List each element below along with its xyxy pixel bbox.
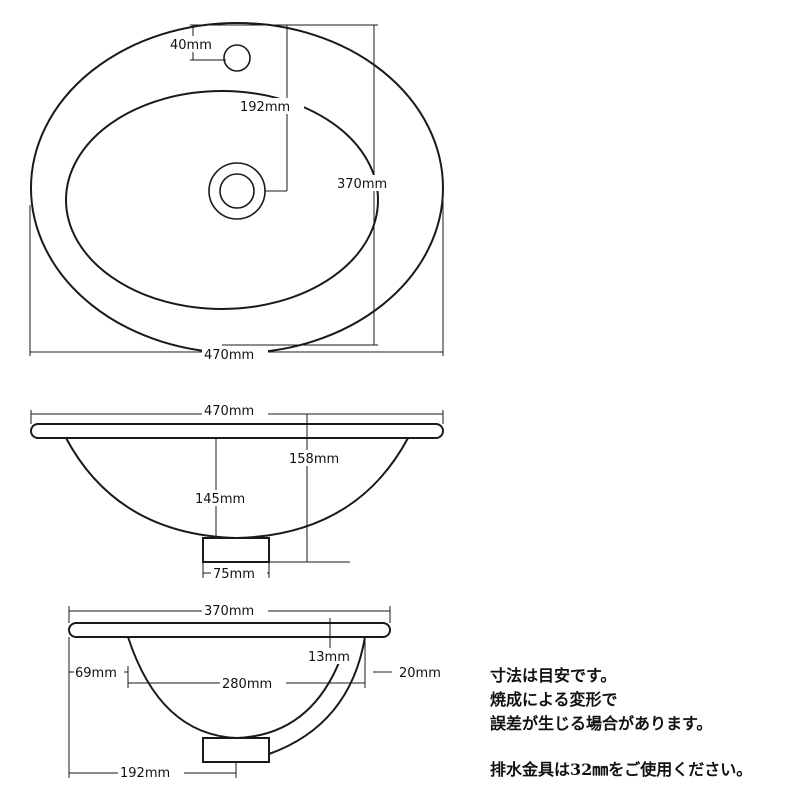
note-line-1: 寸法は目安です。: [490, 666, 617, 685]
front-drain: [202, 537, 270, 563]
front-rim: [30, 423, 444, 439]
drain-inner-ring: [219, 173, 255, 209]
drain-outer-ring: [208, 162, 266, 220]
label-top-depth: 370mm: [337, 177, 387, 192]
side-rim: [68, 622, 391, 638]
label-front-bowl-depth: 145mm: [195, 492, 245, 507]
tap-hole: [223, 44, 251, 72]
label-front-total-height: 158mm: [289, 452, 339, 467]
label-front-drain-width: 75mm: [213, 567, 255, 582]
label-side-rim-thickness: 13mm: [308, 650, 350, 665]
label-side-right-margin: 20mm: [399, 666, 441, 681]
label-side-width: 370mm: [204, 604, 254, 619]
front-bowl: [65, 437, 409, 540]
label-tap-hole: 40mm: [170, 38, 212, 53]
label-side-drain-offset: 192mm: [120, 766, 170, 781]
note-line-4: 排水金具は32㎜をご使用ください。: [490, 760, 753, 779]
note-line-2: 焼成による変形で: [490, 690, 618, 709]
label-top-drain-offset: 192mm: [240, 100, 290, 115]
top-inner-bowl: [65, 90, 379, 310]
side-view: [68, 622, 391, 763]
front-view: [30, 423, 444, 563]
side-drain: [202, 737, 270, 763]
side-dimension-lines: [68, 606, 392, 778]
dimension-labels: 40mm 192mm 370mm 470mm 470mm 158mm 145mm…: [74, 36, 441, 781]
note-line-3: 誤差が生じる場合があります。: [490, 714, 713, 733]
label-top-width: 470mm: [204, 348, 254, 363]
label-front-width: 470mm: [204, 404, 254, 419]
side-bowl-back: [268, 636, 366, 755]
label-side-inner-width: 280mm: [222, 677, 272, 692]
label-side-left-margin: 69mm: [75, 666, 117, 681]
